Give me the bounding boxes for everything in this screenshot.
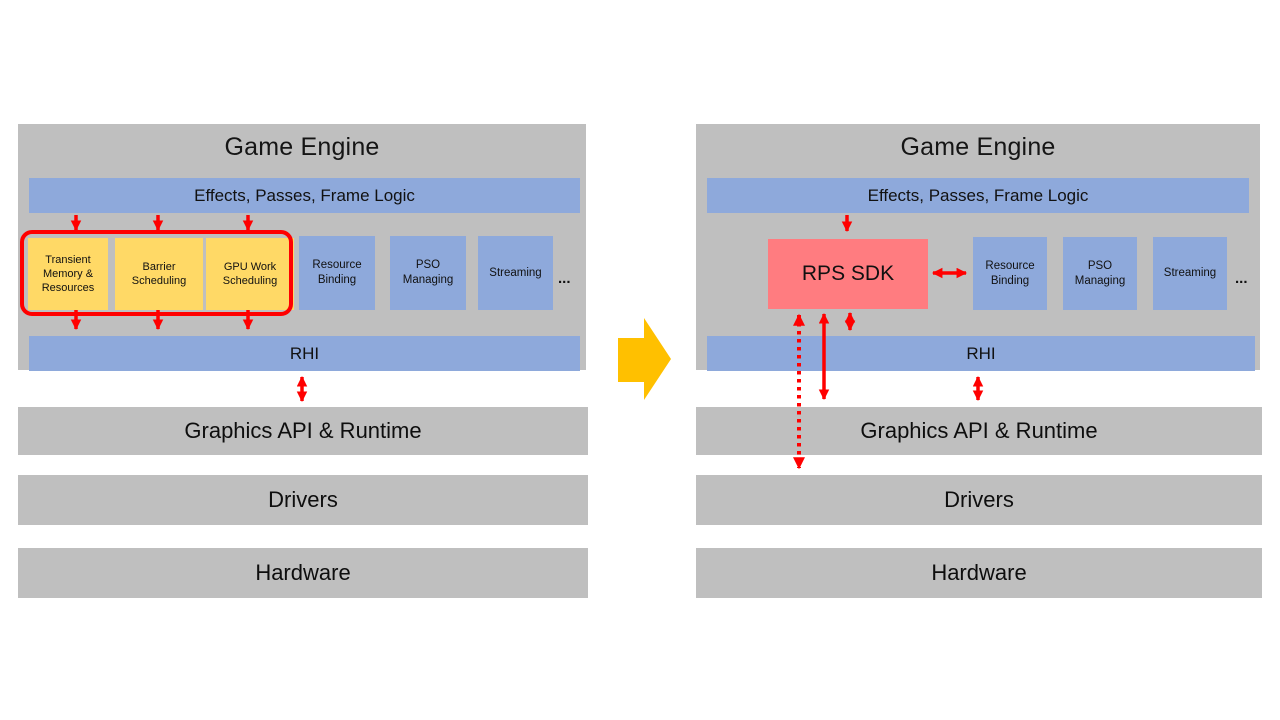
left-effects-passes-bar: Effects, Passes, Frame Logic [29, 178, 580, 213]
left-streaming-box: Streaming [478, 236, 553, 310]
left-rhi-bar: RHI [29, 336, 580, 371]
right-hardware-bar: Hardware [696, 548, 1262, 598]
right-resource-binding-box: Resource Binding [973, 237, 1047, 310]
transient-memory-resources-box: Transient Memory & Resources [28, 238, 108, 310]
rps-sdk-box: RPS SDK [768, 239, 928, 309]
left-resource-binding-box: Resource Binding [299, 236, 375, 310]
right-streaming-box: Streaming [1153, 237, 1227, 310]
right-graphics-api-bar: Graphics API & Runtime [696, 407, 1262, 455]
gpu-work-scheduling-box: GPU Work Scheduling [206, 238, 294, 310]
right-effects-passes-bar: Effects, Passes, Frame Logic [707, 178, 1249, 213]
right-more-ellipsis: ... [1235, 270, 1248, 287]
right-drivers-bar: Drivers [696, 475, 1262, 525]
right-pso-managing-box: PSO Managing [1063, 237, 1137, 310]
barrier-scheduling-box: Barrier Scheduling [115, 238, 203, 310]
right-rhi-bar: RHI [707, 336, 1255, 371]
transform-arrow [618, 318, 671, 400]
left-hardware-bar: Hardware [18, 548, 588, 598]
right-game-engine-title: Game Engine [900, 133, 1056, 161]
left-more-ellipsis: ... [558, 270, 571, 287]
left-game-engine-title: Game Engine [224, 133, 380, 161]
left-pso-managing-box: PSO Managing [390, 236, 466, 310]
red-highlight-outline [20, 230, 293, 316]
left-graphics-api-bar: Graphics API & Runtime [18, 407, 588, 455]
left-drivers-bar: Drivers [18, 475, 588, 525]
